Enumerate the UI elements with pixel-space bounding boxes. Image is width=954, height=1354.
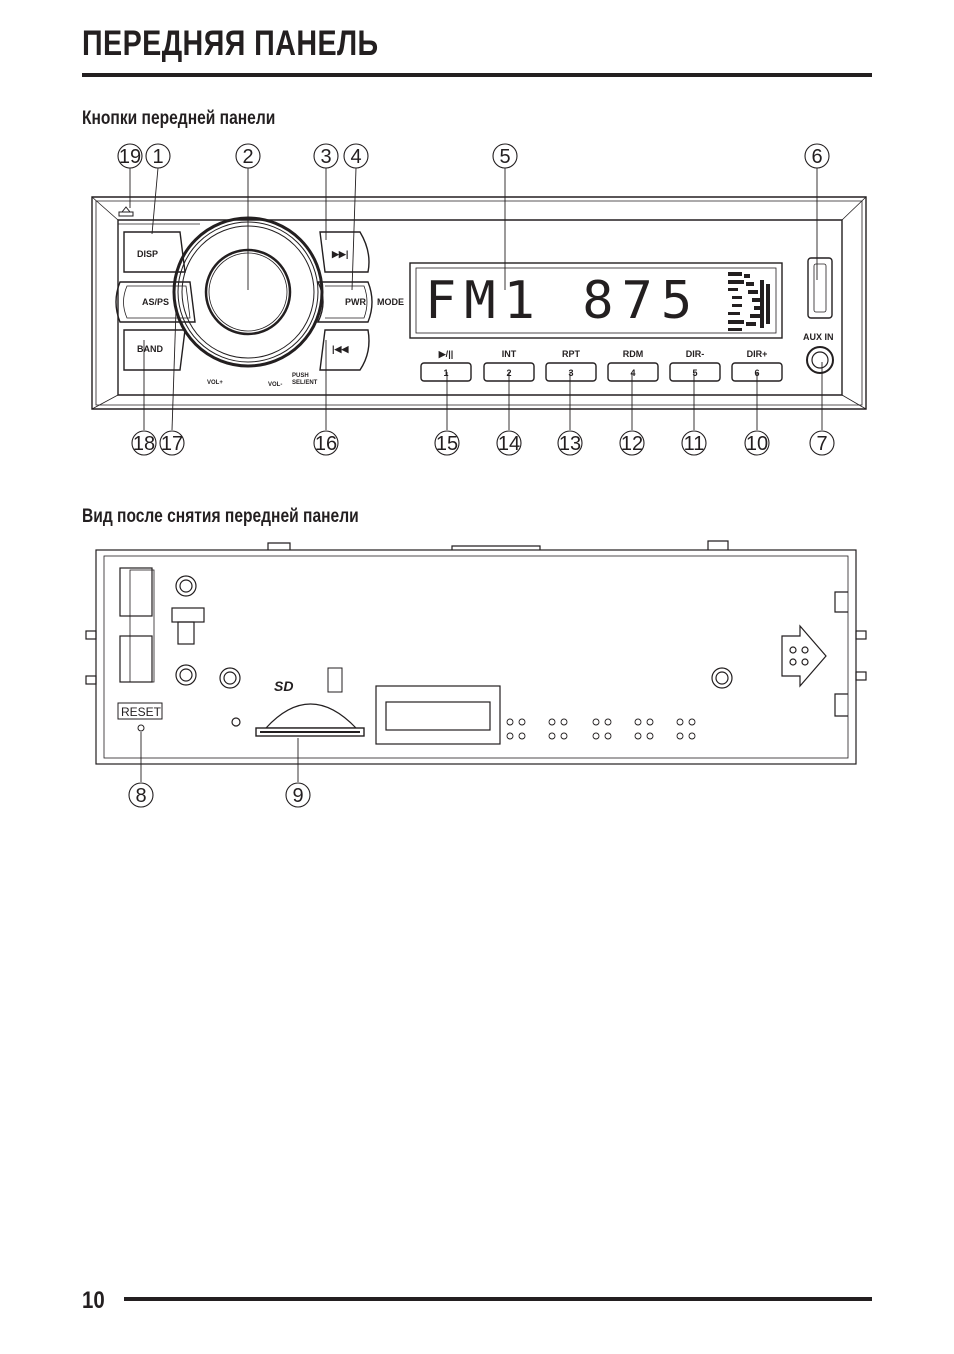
preset-number-label: 3 xyxy=(568,368,573,378)
preset-function-label: INT xyxy=(502,349,517,359)
section-heading-removed-panel: Вид после снятия передней панели xyxy=(82,506,359,527)
push-label: PUSH xyxy=(292,373,309,379)
rear-chassis xyxy=(85,540,867,765)
asps-label: AS/PS xyxy=(142,297,169,307)
callout-number: 19 xyxy=(119,146,141,168)
callout-number: 2 xyxy=(242,146,253,168)
preset-number-label: 4 xyxy=(630,368,635,378)
callout-1: 1 xyxy=(145,143,171,169)
preset-function-label: DIR- xyxy=(686,349,705,359)
callout-19: 19 xyxy=(117,143,143,169)
preset-number-label: 1 xyxy=(443,368,448,378)
preset-button-5[interactable]: 5 xyxy=(669,362,721,382)
preset-button-4[interactable]: 4 xyxy=(607,362,659,382)
aux-in-label: AUX IN xyxy=(803,332,834,342)
callout-number: 9 xyxy=(292,785,303,807)
lcd-spectrum-icon xyxy=(728,272,770,331)
svg-text:SD: SD xyxy=(274,678,293,694)
lcd-display-text: FM1 875 xyxy=(425,271,700,331)
band-button[interactable] xyxy=(123,329,186,371)
next-label: ▶▶| xyxy=(331,249,348,259)
callout-7: 7 xyxy=(809,430,835,456)
callout-number: 12 xyxy=(621,433,643,455)
page-title: ПЕРЕДНЯЯ ПАНЕЛЬ xyxy=(82,24,379,63)
callout-number: 18 xyxy=(133,433,155,455)
disp-label: DISP xyxy=(137,249,158,259)
callout-number: 8 xyxy=(135,785,146,807)
callout-9: 9 xyxy=(285,782,311,808)
callout-15: 15 xyxy=(434,430,460,456)
section-heading-front-buttons: Кнопки передней панели xyxy=(82,108,276,129)
aux-in-jack[interactable] xyxy=(806,346,834,374)
preset-function-label: RPT xyxy=(562,349,581,359)
callout-number: 17 xyxy=(161,433,183,455)
next-button[interactable] xyxy=(319,231,370,273)
pwr-label: PWR xyxy=(345,297,366,307)
release-icon[interactable] xyxy=(118,206,134,217)
callout-3: 3 xyxy=(313,143,339,169)
callout-13: 13 xyxy=(557,430,583,456)
callout-number: 14 xyxy=(498,433,520,455)
reset-button[interactable] xyxy=(117,702,163,732)
reset-label: RESET xyxy=(121,705,162,719)
prev-button[interactable] xyxy=(319,329,370,371)
callout-number: 15 xyxy=(436,433,458,455)
prev-label: |◀◀ xyxy=(332,344,349,354)
callout-number: 4 xyxy=(350,146,361,168)
callout-2: 2 xyxy=(235,143,261,169)
callout-6: 6 xyxy=(804,143,830,169)
callout-18: 18 xyxy=(131,430,157,456)
preset-button-1[interactable]: 1 xyxy=(420,362,472,382)
callout-4: 4 xyxy=(343,143,369,169)
callout-8: 8 xyxy=(128,782,154,808)
callout-number: 1 xyxy=(152,146,163,168)
callout-number: 5 xyxy=(499,146,510,168)
vol-plus-label: VOL+ xyxy=(207,380,223,386)
asps-button[interactable] xyxy=(115,281,196,323)
callout-number: 7 xyxy=(816,433,827,455)
band-label: BAND xyxy=(137,344,163,354)
lcd-display xyxy=(409,262,783,339)
mode-label: MODE xyxy=(377,297,404,307)
callout-number: 3 xyxy=(320,146,331,168)
sd-card-slot[interactable] xyxy=(255,703,365,737)
vol-minus-label: VOL- xyxy=(268,382,282,388)
usb-port[interactable] xyxy=(807,257,833,319)
sd-logo-icon: SD xyxy=(274,667,343,694)
page-number: 10 xyxy=(82,1287,105,1314)
pwr-mode-button[interactable] xyxy=(316,281,373,323)
contact-pads xyxy=(506,718,696,740)
preset-function-label: ▶/|| xyxy=(438,349,453,359)
preset-number-label: 5 xyxy=(692,368,697,378)
callout-number: 11 xyxy=(684,433,705,455)
callout-14: 14 xyxy=(496,430,522,456)
sel-ent-label: SEL/ENT xyxy=(292,380,318,386)
title-rule xyxy=(82,73,872,77)
callout-number: 13 xyxy=(559,433,581,455)
preset-function-label: RDM xyxy=(623,349,644,359)
panel-face xyxy=(117,219,843,396)
callout-number: 10 xyxy=(746,433,768,455)
callout-16: 16 xyxy=(313,430,339,456)
callout-12: 12 xyxy=(619,430,645,456)
callout-10: 10 xyxy=(744,430,770,456)
callout-11: 11 xyxy=(681,430,707,456)
preset-function-label: DIR+ xyxy=(747,349,768,359)
footer-rule xyxy=(124,1297,872,1301)
callout-number: 16 xyxy=(315,433,337,455)
callout-17: 17 xyxy=(159,430,185,456)
preset-button-3[interactable]: 3 xyxy=(545,362,597,382)
callout-number: 6 xyxy=(811,146,822,168)
callout-5: 5 xyxy=(492,143,518,169)
